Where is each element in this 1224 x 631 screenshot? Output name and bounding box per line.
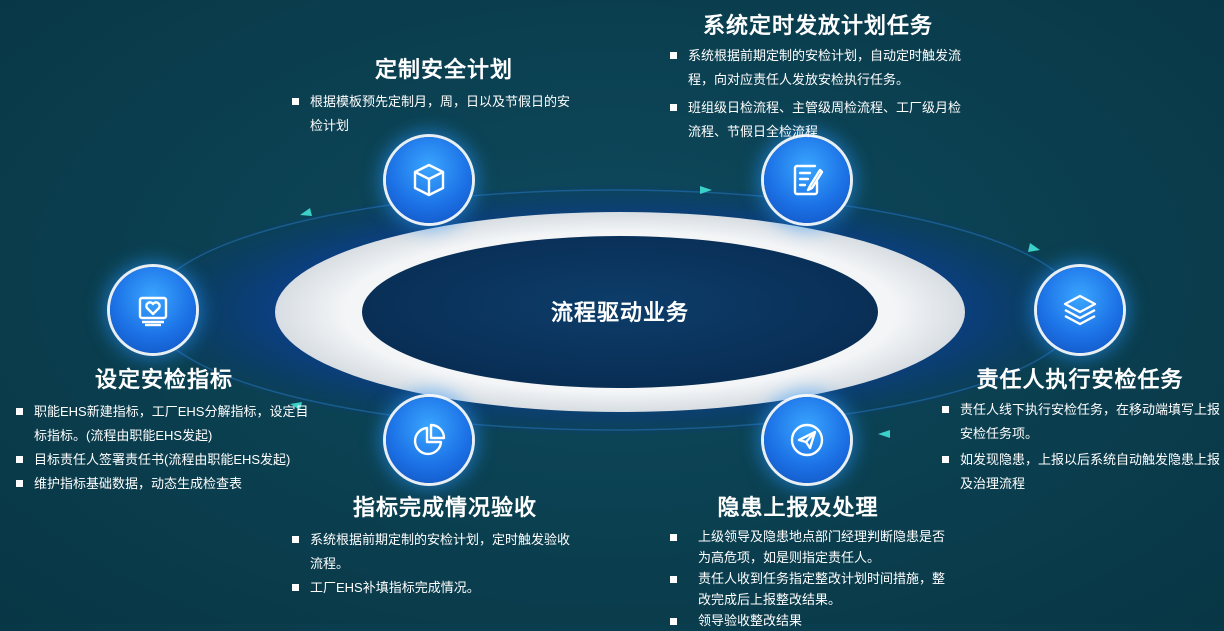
- step-report: 隐患上报及处理 上级领导及隐患地点部门经理判断隐患是否为高危项，如是则指定责任人…: [670, 490, 958, 631]
- step-title: 设定安检指标: [94, 367, 233, 392]
- list-item: 班组级日检流程、主管级周检流程、工厂级月检流程、节假日全检流程: [668, 96, 968, 144]
- flow-arrow: [1028, 243, 1040, 252]
- flow-arrow: [300, 208, 312, 216]
- pie-chart-icon: [386, 397, 472, 483]
- edit-document-icon: [764, 137, 850, 223]
- center-label: 流程驱动业务: [550, 300, 689, 325]
- list-item: 如发现隐患，上报以后系统自动触发隐患上报及治理流程: [940, 448, 1224, 496]
- list-item: 系统根据前期定制的安检计划，定时触发验收流程。: [290, 528, 570, 576]
- step-plan: 定制安全计划 根据模板预先定制月，周，日以及节假日的安检计划: [290, 52, 580, 138]
- cube-icon: [386, 137, 472, 223]
- step-accept: 指标完成情况验收 系统根据前期定制的安检计划，定时触发验收流程。 工厂EHS补填…: [290, 490, 580, 600]
- flow-arrows: [290, 186, 1040, 438]
- center-core: [362, 236, 878, 388]
- heart-cards-icon: [110, 267, 196, 353]
- step-title: 系统定时发放计划任务: [702, 13, 933, 38]
- list-item: 领导验收整改结果: [668, 610, 948, 631]
- list-item: 系统根据前期定制的安检计划，自动定时触发流程，向对应责任人发放安检执行任务。: [668, 44, 968, 92]
- step-target: 设定安检指标 职能EHS新建指标，工厂EHS分解指标，设定目标指标。(流程由职能…: [14, 362, 314, 496]
- step-title: 指标完成情况验收: [352, 495, 537, 520]
- list-item: 工厂EHS补填指标完成情况。: [290, 576, 570, 600]
- flow-arrow: [290, 402, 302, 410]
- step-title: 隐患上报及处理: [717, 495, 879, 520]
- list-item: 上级领导及隐患地点部门经理判断隐患是否为高危项，如是则指定责任人。: [668, 526, 948, 568]
- step-title: 定制安全计划: [374, 57, 513, 82]
- flow-arrow: [700, 186, 712, 194]
- list-item: 维护指标基础数据，动态生成检查表: [14, 472, 324, 496]
- list-item: 根据模板预先定制月，周，日以及节假日的安检计划: [290, 90, 580, 138]
- list-item: 职能EHS新建指标，工厂EHS分解指标，设定目标指标。(流程由职能EHS发起): [14, 400, 314, 448]
- layers-icon: [1037, 267, 1123, 353]
- step-title: 责任人执行安检任务: [976, 367, 1184, 392]
- list-item: 目标责任人签署责任书(流程由职能EHS发起): [14, 448, 324, 472]
- step-execute: 责任人执行安检任务 责任人线下执行安检任务，在移动端填写上报安检任务项。 如发现…: [940, 362, 1220, 496]
- flow-arrow: [878, 430, 890, 438]
- list-item: 责任人收到任务指定整改计划时间措施，整改完成后上报整改结果。: [668, 568, 948, 610]
- list-item: 责任人线下执行安检任务，在移动端填写上报安检任务项。: [940, 398, 1224, 446]
- paper-plane-icon: [764, 397, 850, 483]
- step-dispatch: 系统定时发放计划任务 系统根据前期定制的安检计划，自动定时触发流程，向对应责任人…: [668, 8, 968, 144]
